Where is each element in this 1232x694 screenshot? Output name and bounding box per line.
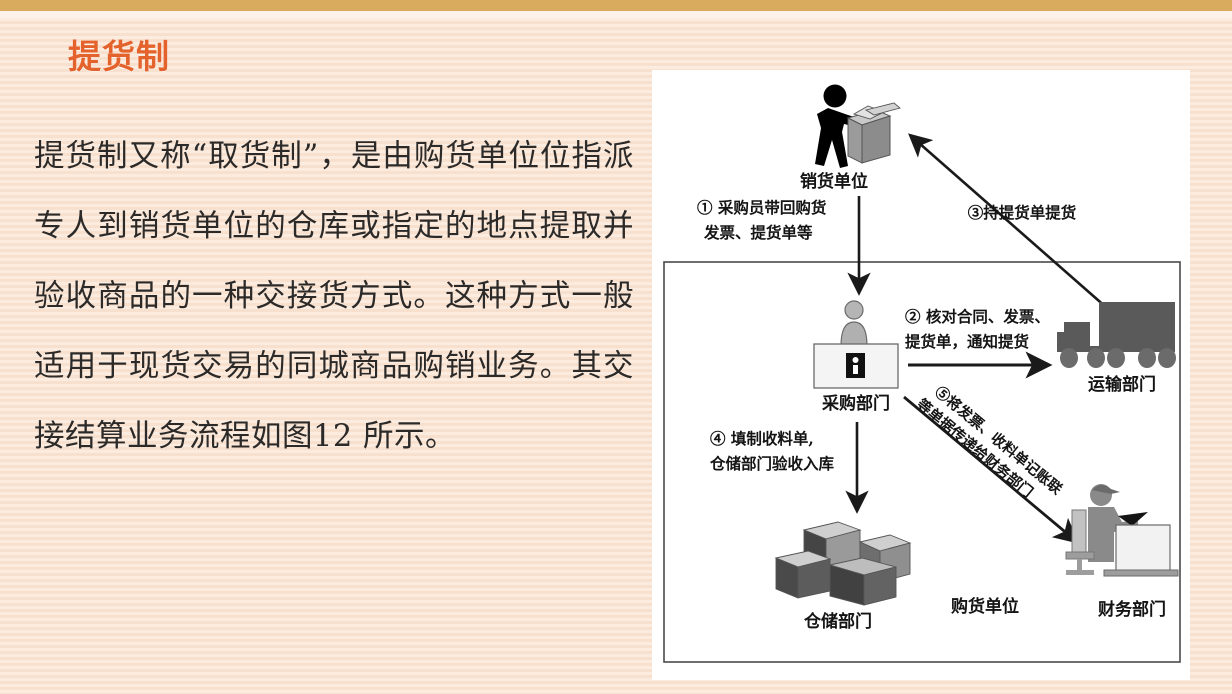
step1-line1: ① 采购员带回购货 [697, 198, 826, 217]
top-accent-bar-highlight [0, 11, 1232, 18]
arrow-step5 [903, 395, 1080, 544]
finance-dept-icon [1065, 484, 1179, 577]
left-text-column: 提货制 提货制又称“取货制”，是由购货单位位指派专人到销货单位的仓库或指定的地点… [0, 18, 645, 694]
page-title: 提货制 [68, 37, 170, 76]
step3-label: ③持提货单提货 [968, 203, 1077, 222]
body-paragraph: 提货制又称“取货制”，是由购货单位位指派专人到销货单位的仓库或指定的地点提取并验… [34, 139, 634, 454]
transport-truck-icon [1057, 302, 1176, 368]
node-label-finance: 财务部门 [1097, 599, 1166, 620]
step5-label-group: ⑤将发票、收料单记账联 等单据传递给财务部门 [913, 383, 1066, 502]
step4-line2: 仓储部门验收入库 [709, 454, 835, 473]
step5-line1: ⑤将发票、收料单记账联 [931, 383, 1066, 499]
node-label-seller: 销货单位 [800, 171, 868, 192]
node-label-purchasing: 采购部门 [821, 393, 890, 414]
step2-line2: 提货单，通知提货 [905, 332, 1029, 351]
flow-diagram-panel: 销货单位 ① 采购员带回购货 发票、提货单等 ③持提货单提货 采购部门 ② 核对… [652, 70, 1190, 680]
seller-icon [815, 84, 901, 168]
arrow-step3 [908, 133, 1108, 309]
flow-diagram: 销货单位 ① 采购员带回购货 发票、提货单等 ③持提货单提货 采购部门 ② 核对… [663, 84, 1181, 663]
node-label-warehouse: 仓储部门 [803, 611, 872, 632]
top-accent-bar [0, 0, 1232, 11]
step4-line1: ④ 填制收料单, [710, 429, 814, 448]
node-label-transport: 运输部门 [1088, 374, 1156, 395]
buyer-boundary-label: 购货单位 [951, 596, 1019, 617]
purchasing-dept-icon [813, 300, 899, 389]
buyer-boundary-box [663, 261, 1181, 663]
warehouse-boxes-icon [774, 521, 912, 606]
step1-line2: 发票、提货单等 [703, 223, 813, 242]
step2-line1: ② 核对合同、发票、 [905, 307, 1050, 326]
